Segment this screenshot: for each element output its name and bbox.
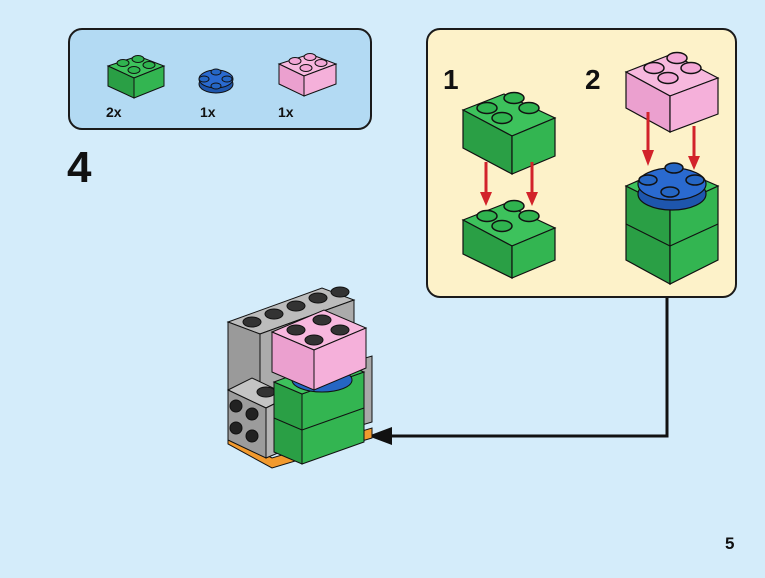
arrow-head-icon bbox=[368, 427, 392, 445]
substep-number: 2 bbox=[585, 64, 601, 95]
page-number: 5 bbox=[725, 534, 735, 553]
part-quantity: 2x bbox=[106, 104, 122, 120]
part-pink-brick-icon bbox=[277, 53, 338, 97]
substep2-illustration bbox=[624, 51, 720, 286]
step-number: 4 bbox=[67, 143, 92, 192]
assembled-model-illustration bbox=[226, 286, 373, 469]
green-brick-top-icon bbox=[461, 91, 557, 175]
down-arrow-icon bbox=[480, 162, 538, 206]
part-quantity: 1x bbox=[278, 104, 294, 120]
part-green-brick-icon bbox=[106, 55, 166, 99]
orange-base bbox=[227, 427, 373, 469]
substep-number: 1 bbox=[443, 64, 459, 95]
down-arrow-icon bbox=[642, 112, 700, 170]
green-brick-bottom-icon bbox=[461, 199, 557, 279]
substep1-illustration bbox=[461, 91, 557, 279]
pink-brick bbox=[270, 309, 368, 391]
blue-round-plate-icon bbox=[637, 162, 707, 211]
part-quantity: 1x bbox=[200, 104, 216, 120]
part-blue-round-plate-icon bbox=[198, 68, 234, 94]
pink-brick-icon bbox=[624, 51, 720, 134]
